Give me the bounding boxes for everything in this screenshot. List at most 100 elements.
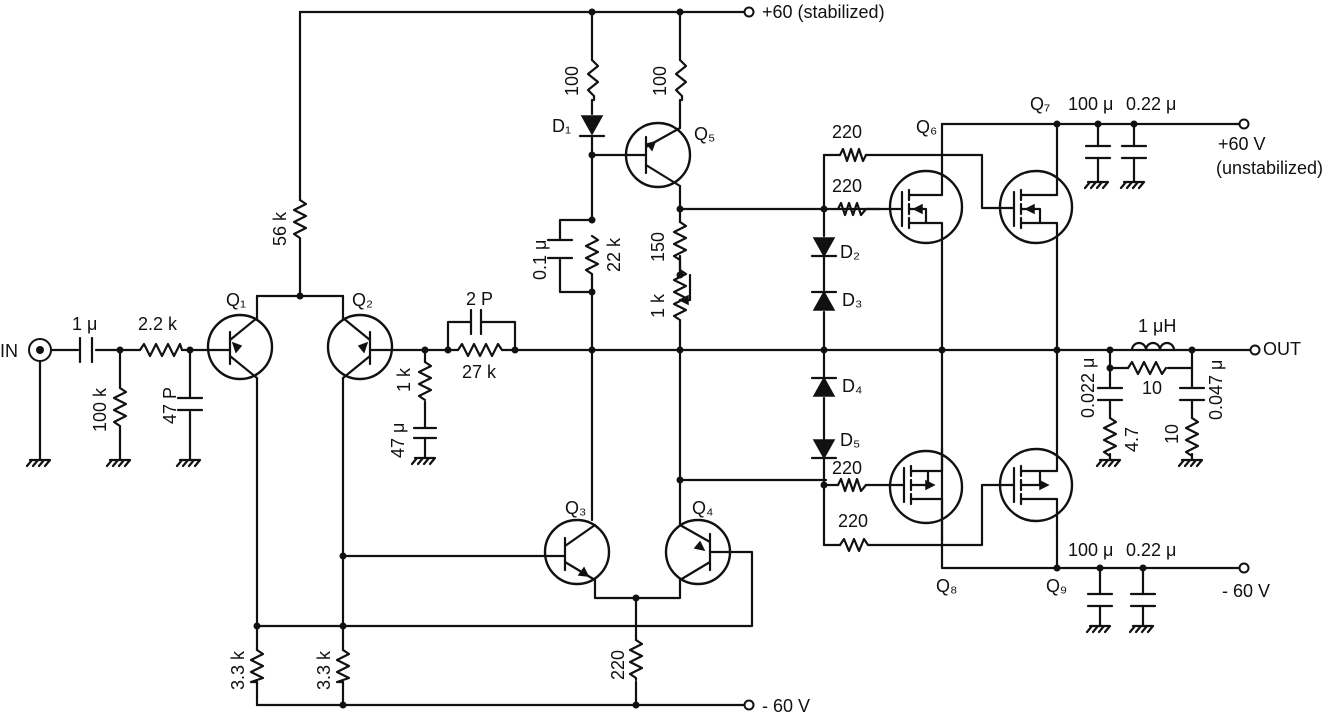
- label-r-gate-q7: 220: [832, 122, 862, 142]
- ground-icon: [25, 458, 52, 468]
- label-r-fb-1k: 1 k: [394, 367, 414, 392]
- label-in: IN: [0, 341, 18, 361]
- label-q3: Q₃: [565, 498, 586, 518]
- label-c-in: 1 μ: [72, 314, 97, 334]
- label-d5: D₅: [840, 430, 860, 450]
- label-q5: Q₅: [694, 124, 715, 144]
- label-r-zobel-47: 4.7: [1122, 427, 1142, 452]
- terminal-neg-rail: [1238, 562, 1250, 574]
- label-c-47p: 47 P: [160, 387, 180, 424]
- junction-dot: [820, 346, 828, 354]
- q9-mosfet: [993, 438, 1074, 532]
- label-q8: Q₈: [936, 576, 957, 596]
- q3-transistor: [543, 518, 611, 586]
- label-d4: D₄: [842, 376, 862, 396]
- junction-dot: [511, 346, 519, 354]
- label-r-100-q5: 100: [650, 66, 670, 96]
- ground-icon: [175, 458, 202, 468]
- capacitor-47u: [412, 426, 438, 440]
- resistor-100-q5: [674, 58, 688, 102]
- label-c-fb-47u: 47 μ: [388, 423, 408, 458]
- resistor-1k-feedback: [417, 360, 433, 402]
- capacitor-1u: [78, 336, 94, 364]
- label-r-27k: 27 k: [462, 362, 497, 382]
- resistor-150: [672, 220, 688, 278]
- resistor-22k: [584, 234, 600, 282]
- capacitor-pos-0-22u: [1120, 144, 1148, 160]
- junction-dot: [820, 205, 828, 213]
- label-c-pos-100u: 100 μ: [1068, 94, 1113, 114]
- diode-d5: [812, 439, 836, 460]
- resistor-27k: [456, 342, 504, 358]
- label-q9: Q₉: [1046, 576, 1067, 596]
- capacitors: [78, 144, 1206, 608]
- capacitor-2p: [469, 308, 483, 336]
- ground-icon: [1085, 624, 1112, 634]
- label-d2: D₂: [840, 242, 860, 262]
- junction-dot: [820, 481, 828, 489]
- junction-dot: [1139, 564, 1147, 572]
- capacitor-47p: [176, 396, 204, 412]
- junction-dot: [186, 346, 194, 354]
- resistor-100-d1: [586, 58, 600, 102]
- terminal-pos-rail: [1238, 118, 1250, 130]
- ground-icon: [1177, 458, 1204, 468]
- junction-dot: [676, 8, 684, 16]
- diode-d3: [812, 290, 836, 311]
- junction-dot: [339, 552, 347, 560]
- ground-icon: [105, 458, 132, 468]
- capacitor-neg-0-22u: [1129, 592, 1157, 608]
- q6-mosfet: [888, 169, 964, 245]
- junction-dot: [444, 346, 452, 354]
- label-q2: Q₂: [352, 290, 373, 310]
- label-r-56k: 56 k: [270, 211, 290, 246]
- junction-dot: [1106, 364, 1114, 372]
- junction-dot: [1130, 120, 1138, 128]
- resistor-220-q8: [836, 477, 868, 493]
- label-c-zobel-0022: 0.022 μ: [1078, 358, 1098, 418]
- junction-dot: [588, 288, 596, 296]
- resistor-220-q9: [838, 537, 872, 553]
- resistor-220-tail: [628, 638, 644, 682]
- capacitor-neg-100u: [1086, 592, 1114, 608]
- label-supply-stabilized: +60 (stabilized): [762, 2, 885, 22]
- label-r-zobel-10: 10: [1162, 424, 1182, 444]
- junction-dot: [632, 594, 640, 602]
- label-r-150: 150: [648, 232, 668, 262]
- resistor-100k: [112, 386, 128, 434]
- inductor-1uh: [1130, 341, 1176, 352]
- resistor-56k: [292, 198, 308, 247]
- label-out: OUT: [1263, 339, 1301, 359]
- label-c-pos-022u: 0.22 μ: [1126, 94, 1176, 114]
- junction-dot: [676, 205, 684, 213]
- junction-dot: [588, 216, 596, 224]
- label-r-in: 2.2 k: [138, 314, 178, 334]
- terminals: [28, 6, 1261, 711]
- capacitor-pos-100u: [1084, 144, 1112, 160]
- label-r-tail-220: 220: [608, 650, 628, 680]
- junction-dot: [339, 701, 347, 709]
- label-r-22k: 22 k: [604, 237, 624, 272]
- junction-dot: [253, 622, 261, 630]
- junction-dot: [1096, 564, 1104, 572]
- resistor-10-out: [1126, 360, 1168, 376]
- junction-dot: [1094, 120, 1102, 128]
- junction-dot: [588, 8, 596, 16]
- label-d1: D₁: [552, 116, 571, 136]
- resistor-3-3k-a: [249, 648, 265, 684]
- junction-dot: [296, 292, 304, 300]
- label-r-out-10: 10: [1142, 378, 1162, 398]
- terminal-out: [1249, 344, 1261, 356]
- label-c-2p: 2 P: [466, 289, 493, 309]
- terminal-neg-bottom: [743, 699, 755, 711]
- resistor-3-3k-b: [335, 648, 351, 684]
- diodes: [578, 115, 838, 460]
- junction-dot: [339, 622, 347, 630]
- q1-transistor: [206, 313, 274, 381]
- resistor-10-zobel: [1184, 416, 1200, 458]
- label-q1: Q₁: [226, 290, 246, 310]
- label-r-33k-b: 3.3 k: [314, 650, 334, 690]
- label-q6: Q₆: [916, 117, 937, 137]
- grounds: [25, 180, 1204, 634]
